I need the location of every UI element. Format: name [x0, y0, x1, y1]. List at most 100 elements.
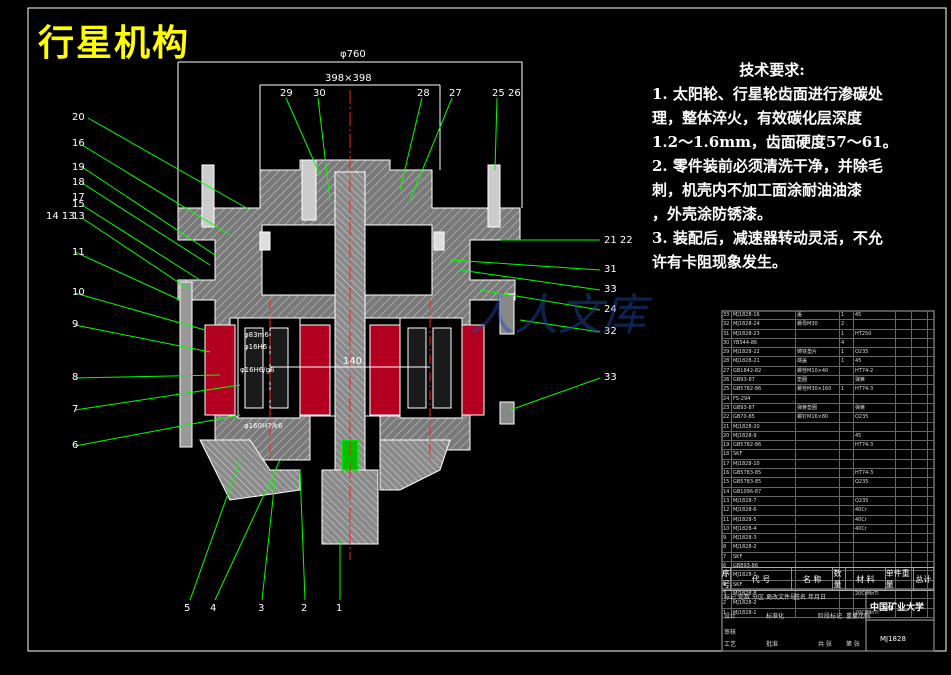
- fit-tag-2: φ16H6: [244, 343, 268, 351]
- bom-cell: [854, 422, 896, 431]
- bom-cell: HT74-3: [854, 441, 896, 450]
- bom-cell: [896, 450, 912, 459]
- bom-cell: 螺钉M16×80: [796, 413, 840, 422]
- bom-cell: 1: [840, 357, 854, 366]
- bom-cell: [796, 580, 840, 589]
- bom-cell: [896, 571, 912, 580]
- bom-cell: 45: [854, 357, 896, 366]
- bom-cell: 31: [722, 329, 732, 338]
- callout-1: 1: [336, 603, 342, 614]
- bom-cell: 19: [722, 441, 732, 450]
- bom-cell: MJ1828-6: [732, 506, 796, 515]
- bom-cell: [796, 487, 840, 496]
- bom-cell: [896, 385, 912, 394]
- bom-cell: [896, 441, 912, 450]
- bom-cell: [912, 450, 928, 459]
- fit-tag-3: φ16H6/g6: [240, 366, 275, 374]
- callout-25: 25: [492, 88, 505, 99]
- bom-cell: [896, 552, 912, 562]
- bom-cell: [796, 431, 840, 441]
- bom-cell: [796, 524, 840, 534]
- bom-cell: [896, 338, 912, 348]
- bom-cell: [896, 376, 912, 385]
- bom-cell: [912, 366, 928, 376]
- bom-cell: MJ1828-22: [732, 348, 796, 357]
- bolt-right: [487, 164, 501, 228]
- callout-5: 5: [184, 603, 190, 614]
- bom-cell: [796, 506, 840, 515]
- lower-skirt-right: [379, 439, 451, 491]
- bom-cell: [796, 469, 840, 478]
- tb-cell: 分区: [752, 594, 765, 601]
- bom-cell: [896, 515, 912, 524]
- bom-cell: GB5782-86: [732, 385, 796, 394]
- requirement-line: 刺，机壳内不加工面涂耐油油漆: [652, 181, 863, 199]
- bom-cell: [840, 487, 854, 496]
- tb-cell: 批准: [766, 641, 779, 648]
- callout-21-22: 21 22: [604, 235, 633, 246]
- bom-cell: [840, 413, 854, 422]
- bom-cell: 45: [854, 431, 896, 441]
- bom-cell: [896, 524, 912, 534]
- title-block: 标记 处数 分区 更改文件号 签名 年月日 设计 标准化 阶段标记 重量 比例 …: [722, 589, 934, 651]
- bom-cell: 21: [722, 422, 732, 431]
- bom-cell: 9: [722, 534, 732, 543]
- bom-cell: [854, 599, 896, 608]
- bom-cell: MJ1828-3: [732, 534, 796, 543]
- bom-cell: [796, 552, 840, 562]
- bom-cell: Q235: [854, 348, 896, 357]
- bom-header: 序号代 号名 称数量材 料单件重量总计: [722, 567, 935, 591]
- nut-right: [433, 231, 445, 251]
- bom-cell: [912, 431, 928, 441]
- callout-17: 17: [72, 192, 85, 203]
- bom-cell: 11: [722, 515, 732, 524]
- end-cover: [179, 281, 193, 448]
- bom-cell: MJ1828-20: [732, 422, 796, 431]
- bom-cell: 螺母M30: [796, 320, 840, 329]
- bom-cell: [896, 608, 912, 617]
- bom-cell: [854, 338, 896, 348]
- bom-cell: [854, 394, 896, 403]
- planet-left: [204, 317, 331, 419]
- bom-cell: MJ1828-16: [732, 311, 796, 320]
- callout-31: 31: [604, 264, 617, 275]
- bom-cell: MJ1828-4: [732, 524, 796, 534]
- bom-cell: 40Cr: [854, 515, 896, 524]
- bom-cell: [896, 366, 912, 376]
- bom-cell: GB5783-85: [732, 478, 796, 487]
- tb-cell: 共 张: [818, 641, 832, 648]
- bom-cell: [854, 552, 896, 562]
- callout-6: 6: [72, 440, 78, 451]
- bom-cell: 1: [840, 311, 854, 320]
- bom-cell: [896, 413, 912, 422]
- bom-cell: [840, 506, 854, 515]
- bom-cell: HT74-3: [854, 385, 896, 394]
- bom-cell: SKF: [732, 552, 796, 562]
- bom-cell: [840, 496, 854, 506]
- callout-19: 19: [72, 162, 85, 173]
- callout-26: 26: [508, 88, 521, 99]
- bom-cell: [854, 580, 896, 589]
- bom-header-cell: 材 料: [846, 568, 886, 590]
- callout-9: 9: [72, 319, 78, 330]
- bom-cell: HT250: [854, 329, 896, 338]
- bom-cell: 弹簧垫圈: [796, 403, 840, 413]
- bom-cell: [840, 524, 854, 534]
- bom-cell: [796, 599, 840, 608]
- bom-cell: MJ1828-10: [732, 459, 796, 469]
- bom-cell: [912, 543, 928, 552]
- requirement-line: 1. 太阳轮、行星轮齿面进行渗碳处: [652, 85, 883, 103]
- bom-cell: 4: [840, 338, 854, 348]
- bom-cell: 30: [722, 338, 732, 348]
